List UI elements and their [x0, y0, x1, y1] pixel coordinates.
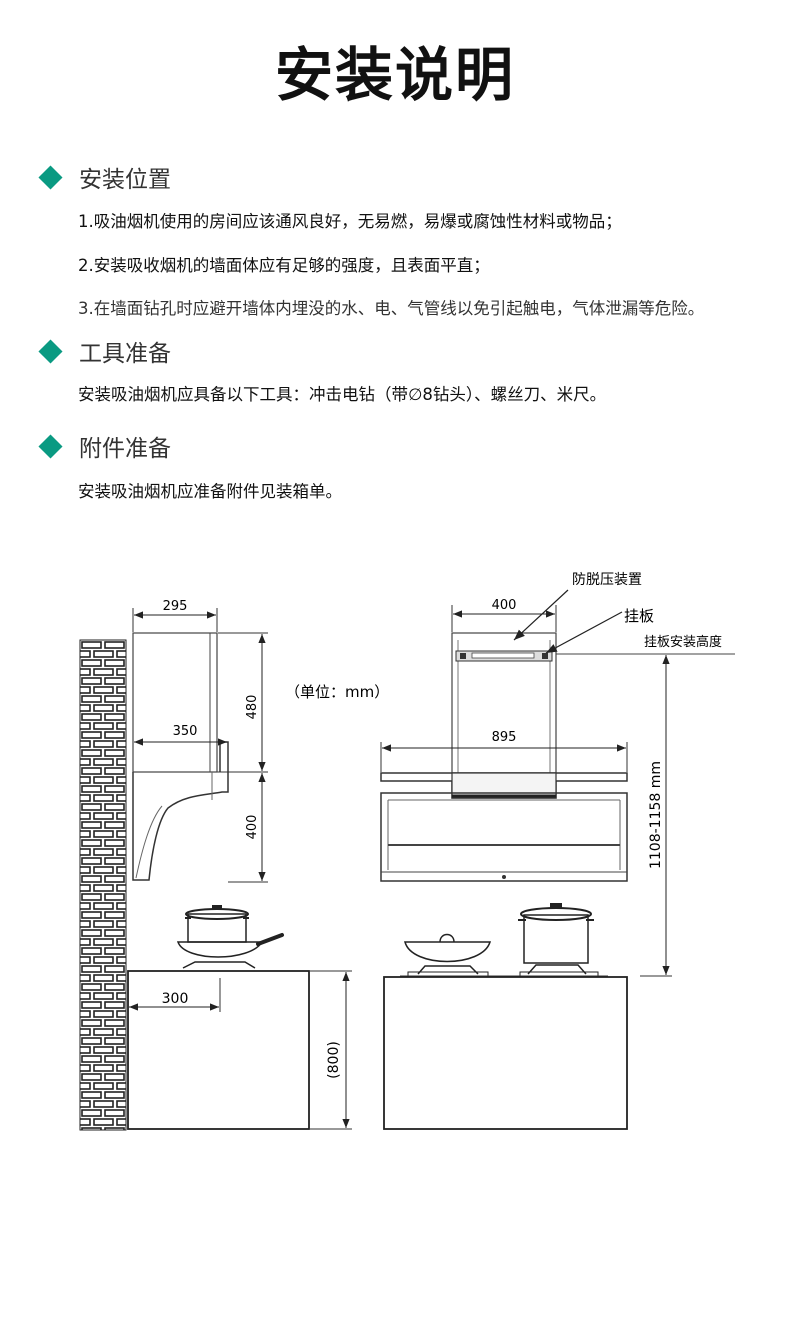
- front-wok: [404, 933, 492, 977]
- install-position-item-1: 1.吸油烟机使用的房间应该通风良好，无易燃，易爆或腐蚀性材料或物品；: [78, 212, 622, 231]
- section-heading-label: 安装位置: [79, 167, 171, 193]
- label-hanging-plate: 挂板: [624, 607, 654, 625]
- dim-side-stove-depth: 300: [162, 991, 189, 1007]
- dim-side-top-width: 295: [163, 599, 188, 614]
- dim-side-lower-height: 400: [245, 815, 260, 840]
- side-wok-and-pot: [176, 905, 284, 969]
- dim-side-upper-height: 480: [245, 695, 260, 720]
- side-chimney: [132, 632, 218, 773]
- dim-side-hood-depth: 350: [173, 724, 198, 739]
- page-title: 安装说明: [274, 41, 515, 109]
- label-mount-height: 挂板安装高度: [644, 634, 722, 650]
- section-heading-label: 附件准备: [79, 436, 171, 462]
- side-hood-body: [132, 741, 229, 881]
- label-anti-pressure-device: 防脱压装置: [572, 572, 642, 588]
- section-heading-tools: 工具准备: [38, 336, 171, 367]
- dim-side-counter-height: (800): [326, 1041, 342, 1079]
- section-heading-install-position: 安装位置: [38, 162, 171, 193]
- side-counter: [127, 970, 310, 1130]
- unit-note: （单位：mm）: [285, 683, 389, 701]
- section-heading-label: 工具准备: [79, 341, 171, 367]
- brick-wall: [79, 639, 127, 1131]
- front-counter: [383, 976, 628, 1130]
- front-pot: [518, 903, 599, 977]
- section-heading-accessories: 附件准备: [38, 431, 171, 462]
- front-hood-panel: [380, 792, 628, 882]
- dim-front-full-width: 895: [492, 730, 517, 745]
- install-position-item-3: 3.在墙面钻孔时应避开墙体内埋没的水、电、气管线以免引起触电，气体泄漏等危险。: [78, 299, 705, 318]
- dim-front-mount-height: 1108-1158 mm: [648, 761, 664, 869]
- side-view: 295 480 350 400 300: [79, 599, 352, 1131]
- tools-item-1: 安装吸油烟机应具备以下工具：冲击电钻（带∅8钻头）、螺丝刀、米尺。: [78, 385, 607, 404]
- install-position-item-2: 2.安装吸收烟机的墙面体应有足够的强度，且表面平直；: [78, 256, 490, 275]
- accessories-item-1: 安装吸油烟机应准备附件见装箱单。: [78, 482, 342, 501]
- front-view: 400 防脱压装置 挂板 挂板安装高度 895 1108-1158 mm: [380, 572, 735, 1130]
- dim-front-top-width: 400: [492, 598, 517, 613]
